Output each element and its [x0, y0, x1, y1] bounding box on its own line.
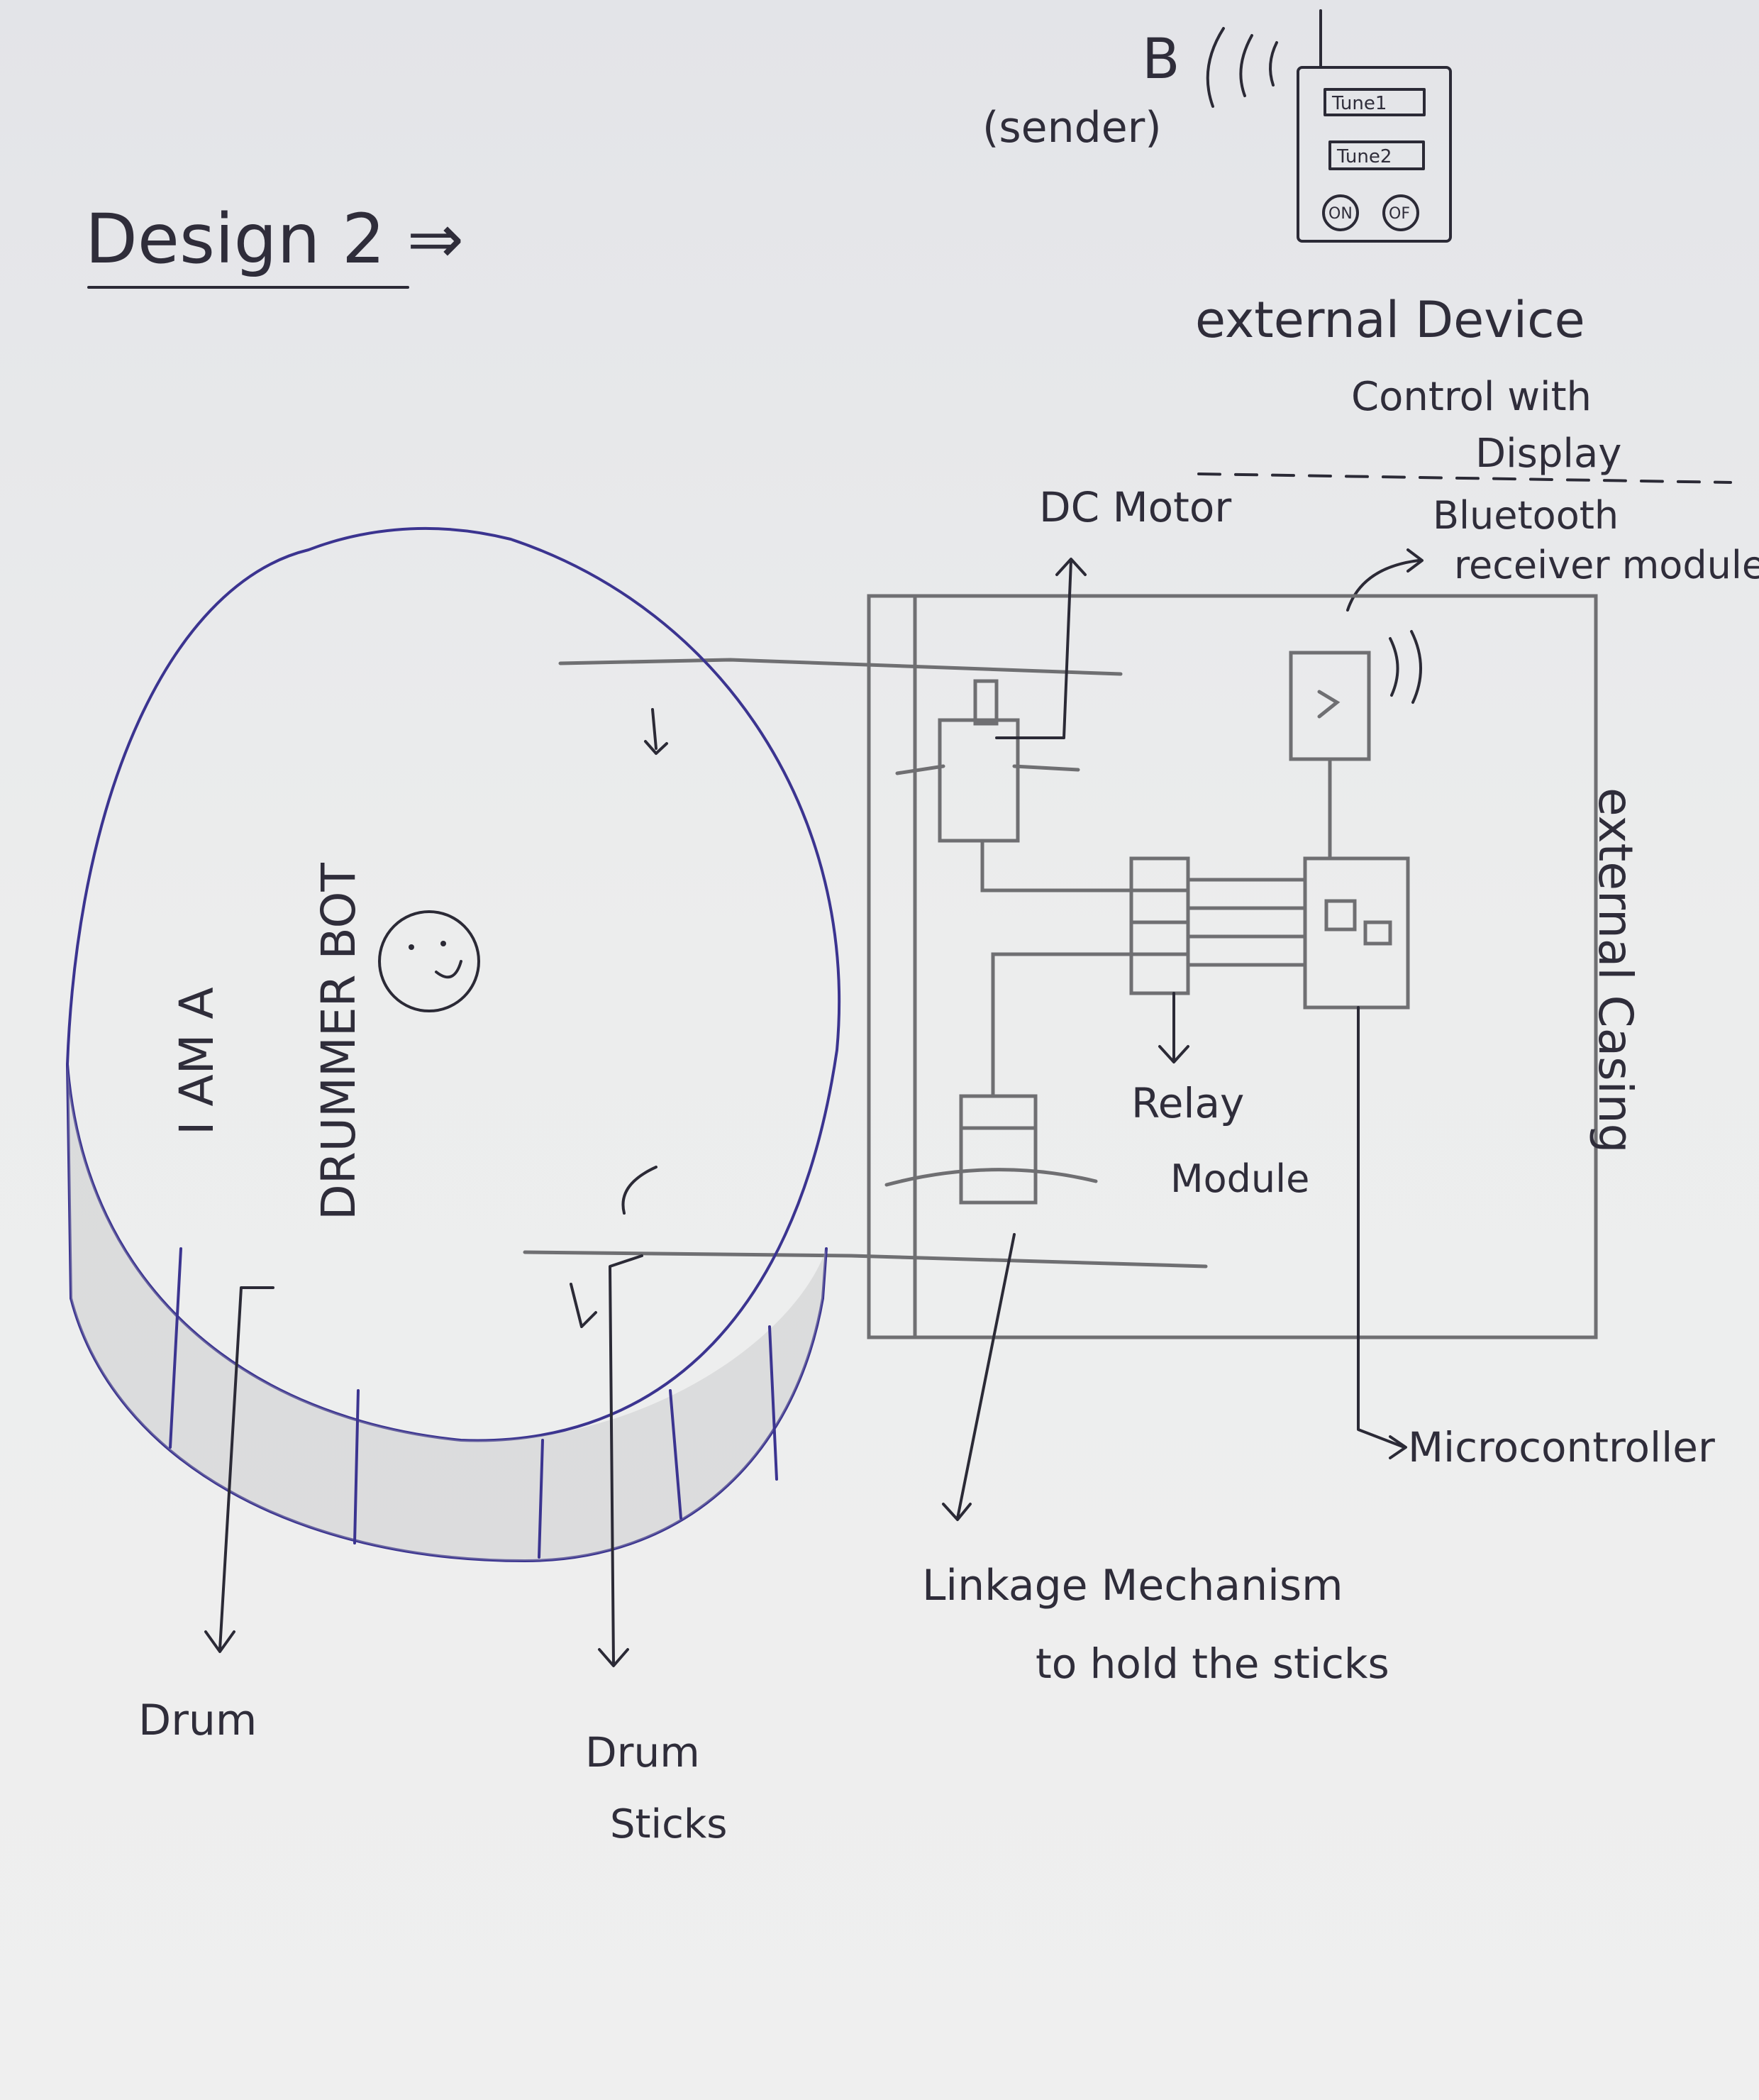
drum-text-line2: DRUMMER BOT [311, 863, 366, 1220]
control-with-label: Control with [1351, 374, 1592, 420]
bluetooth-receiver-label: receiver module [1454, 543, 1759, 587]
drum-label: Drum [138, 1696, 257, 1745]
sender-letter: B [1142, 28, 1180, 92]
svg-text:ON: ON [1328, 205, 1353, 223]
drum [66, 527, 841, 1562]
external-device-label: external Device [1195, 291, 1585, 349]
drum-bottom-rim [70, 1297, 824, 1562]
drum-side-left [66, 1063, 72, 1300]
linkage-sub-label: to hold the sticks [1036, 1640, 1389, 1688]
drum-side-right [821, 1247, 828, 1300]
drumstick-top [558, 658, 1123, 676]
svg-text:Tune2: Tune2 [1336, 146, 1392, 167]
drum-sticks-sub-label: Sticks [610, 1801, 727, 1847]
bluetooth-arrow [1346, 548, 1424, 612]
linkage-arrow [942, 1233, 1016, 1521]
title: Design 2 ⇒ [85, 199, 464, 279]
microcontroller-label: Microcontroller [1408, 1423, 1715, 1471]
external-casing-label: external Casing [1588, 788, 1643, 1154]
dc-motor-label: DC Motor [1039, 483, 1231, 531]
sender-label: (sender) [982, 103, 1162, 153]
relay-label: Relay [1131, 1079, 1244, 1127]
remote-switch-on: ON [1322, 194, 1359, 231]
microcontroller-board [1303, 856, 1410, 1010]
drum-text-line1: I AM A [170, 987, 224, 1135]
stick-motion-arrows [570, 708, 668, 1328]
drum-sticks-label: Drum [585, 1728, 700, 1776]
drum-arrow [204, 1286, 274, 1653]
smiley-face-icon [378, 910, 480, 1012]
drum-top-rim [66, 527, 841, 1442]
linkage-label: Linkage Mechanism [922, 1561, 1343, 1610]
signal-waves-sender [1206, 27, 1278, 108]
relay-module [1129, 856, 1190, 995]
relay-module-label: Module [1170, 1156, 1309, 1201]
remote-button-tune2: Tune2 [1328, 140, 1425, 170]
bluetooth-receiver-module [1289, 630, 1422, 761]
drumstick-bottom [523, 1250, 1208, 1269]
svg-text:Tune1: Tune1 [1331, 93, 1387, 114]
dc-motor-top [895, 679, 1080, 843]
dc-motor-arrow [995, 558, 1087, 739]
dc-motor-bottom [884, 1094, 1098, 1205]
remote-button-tune1: Tune1 [1324, 88, 1426, 116]
divider-dashed [1197, 472, 1732, 484]
microcontroller-arrow [1357, 1006, 1407, 1459]
relay-to-mcu-wires [1186, 878, 1307, 967]
remote-switch-off: OF [1382, 194, 1419, 231]
remote-device [1297, 66, 1452, 243]
external-casing [867, 594, 1598, 1339]
drum-sticks-arrow [598, 1254, 643, 1667]
drum-face-text: I AM A DRUMMER BOT [170, 863, 366, 1220]
relay-arrow [1158, 992, 1189, 1063]
display-label: Display [1475, 431, 1621, 477]
svg-text:OF: OF [1389, 205, 1410, 223]
bluetooth-label: Bluetooth [1433, 493, 1619, 538]
